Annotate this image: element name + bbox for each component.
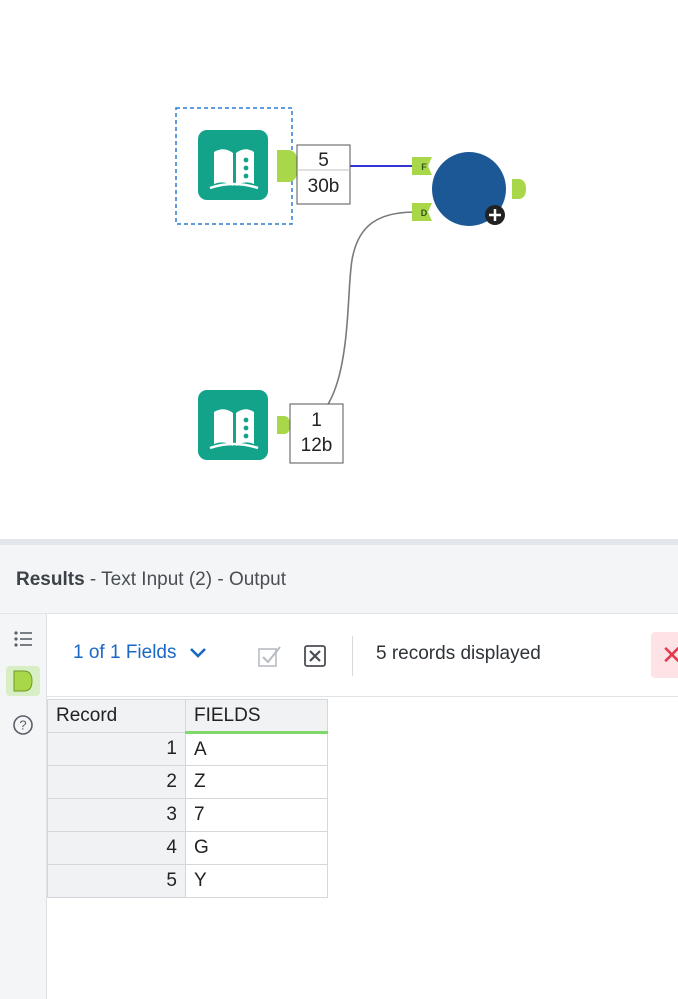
field-value-cell[interactable]: A bbox=[185, 732, 328, 766]
fields-column-header[interactable]: FIELDS bbox=[185, 699, 328, 734]
badge-1-bytes: 30b bbox=[308, 176, 340, 197]
list-view-button[interactable] bbox=[6, 624, 40, 654]
table-row[interactable]: 5 Y bbox=[47, 864, 328, 898]
pane-splitter[interactable] bbox=[0, 539, 678, 545]
output-anchor-1 bbox=[277, 150, 298, 182]
record-number-cell: 1 bbox=[47, 732, 186, 766]
field-value-cell[interactable]: G bbox=[185, 831, 328, 865]
record-number-cell: 4 bbox=[47, 831, 186, 865]
record-count-badge-2: 1 12b bbox=[289, 403, 344, 464]
svg-text:?: ? bbox=[19, 718, 26, 733]
plus-icon bbox=[485, 205, 505, 225]
book-icon bbox=[209, 134, 259, 190]
chevron-down-icon bbox=[189, 648, 206, 658]
text-input-tool-1[interactable] bbox=[198, 130, 298, 200]
records-displayed-text: 5 records displayed bbox=[376, 643, 541, 664]
grid-header-row: Record FIELDS bbox=[47, 699, 328, 734]
table-row[interactable]: 1 A bbox=[47, 732, 328, 766]
output-anchor-2 bbox=[277, 416, 290, 434]
list-icon bbox=[14, 631, 32, 647]
anchor-d-label: D bbox=[421, 208, 428, 218]
circle-tool[interactable]: F D bbox=[412, 152, 526, 226]
badge-2-records: 1 bbox=[311, 410, 322, 431]
connection-d[interactable] bbox=[289, 211, 417, 429]
deselect-all-icon[interactable] bbox=[303, 644, 327, 668]
anchor-icon bbox=[13, 670, 33, 692]
help-icon: ? bbox=[13, 715, 33, 735]
record-number-cell: 3 bbox=[47, 798, 186, 832]
output-anchor-circle bbox=[512, 179, 526, 199]
results-left-rail: ? bbox=[0, 614, 47, 999]
results-toolbar: 1 of 1 Fields 5 records displayed ✕ bbox=[47, 614, 678, 697]
selection-box bbox=[175, 107, 293, 225]
results-grid: Record FIELDS 1 A 2 Z 3 7 4 G 5 Y bbox=[47, 699, 328, 898]
input-anchor-f bbox=[412, 157, 432, 175]
text-input-tool-2[interactable] bbox=[198, 390, 290, 460]
field-value-cell[interactable]: Y bbox=[185, 864, 328, 898]
toolbar-separator bbox=[352, 636, 353, 676]
field-value-cell[interactable]: 7 bbox=[185, 798, 328, 832]
results-label: Results bbox=[16, 569, 85, 590]
record-column-header[interactable]: Record bbox=[47, 699, 186, 733]
badge-2-bytes: 12b bbox=[301, 435, 333, 456]
workflow-canvas[interactable]: 5 30b 1 12b F D bbox=[0, 0, 678, 540]
record-count-badge-1: 5 30b bbox=[296, 144, 351, 205]
table-row[interactable]: 3 7 bbox=[47, 798, 328, 832]
table-row[interactable]: 4 G bbox=[47, 831, 328, 865]
data-view-button[interactable] bbox=[6, 666, 40, 696]
fields-selector-label: 1 of 1 Fields bbox=[73, 642, 177, 663]
circle-tool-icon bbox=[432, 152, 506, 226]
results-title: Results - Text Input (2) - Output bbox=[16, 569, 286, 591]
badge-1-records: 5 bbox=[318, 150, 329, 171]
field-value-cell[interactable]: Z bbox=[185, 765, 328, 799]
select-all-icon[interactable] bbox=[257, 644, 283, 668]
results-header: Results - Text Input (2) - Output bbox=[0, 545, 678, 614]
record-number-cell: 5 bbox=[47, 864, 186, 898]
input-anchor-d bbox=[412, 203, 432, 221]
fields-selector[interactable]: 1 of 1 Fields bbox=[73, 642, 207, 664]
book-icon bbox=[209, 409, 259, 450]
record-number-cell: 2 bbox=[47, 765, 186, 799]
table-row[interactable]: 2 Z bbox=[47, 765, 328, 799]
anchor-f-label: F bbox=[421, 162, 427, 172]
help-button[interactable]: ? bbox=[6, 710, 40, 740]
close-results-button[interactable]: ✕ bbox=[651, 632, 678, 678]
results-subtitle: - Text Input (2) - Output bbox=[89, 569, 286, 590]
